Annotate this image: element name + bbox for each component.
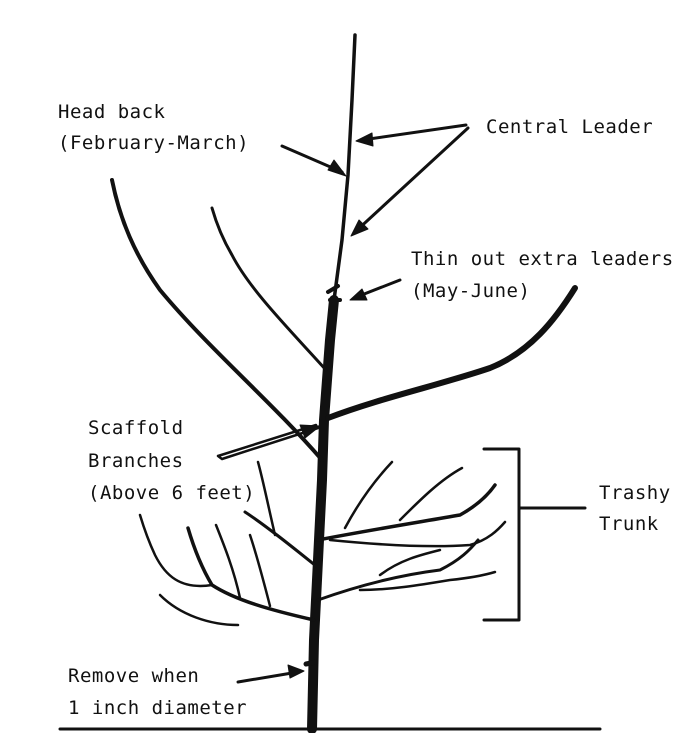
trashy-branch-left-5 [245,512,316,566]
trashy-branch-right-5 [318,540,478,600]
trashy-branch-left-4 [250,535,270,606]
scaffold-branch-right [328,288,575,418]
label-scaffold: Scaffold [88,416,184,440]
head-back-arrowhead [328,160,346,176]
remove-arrowhead [288,665,304,678]
label-thin-out-timing: (May-June) [411,279,530,303]
label-remove-when: Remove when [68,664,199,688]
trashy-branch-right-3 [400,468,462,520]
label-scaffold-branches: Branches [88,449,184,473]
label-scaffold-height: (Above 6 feet) [88,481,255,505]
central-leader-arrowhead-upper [356,133,373,146]
label-thin-out: Thin out extra leaders [411,247,674,271]
trashy-branch-left-7 [160,595,238,625]
scaffold-arrowhead [300,425,320,438]
label-trashy: Trashy [599,481,671,505]
scaffold-branch-left-mid [212,208,326,370]
trunk-stub [306,662,316,664]
trashy-branch-right-2 [345,462,392,528]
trashy-branch-left-3 [216,525,240,598]
label-trunk: Trunk [599,512,659,536]
label-head-back-timing: (February-March) [58,131,249,155]
trashy-branch-left-2 [140,515,212,586]
label-remove-diameter: 1 inch diameter [68,696,247,720]
label-head-back: Head back [58,100,165,124]
trashy-trunk-bracket [484,449,519,620]
label-central-leader: Central Leader [486,115,653,139]
central-leader-arrow-upper [362,125,466,140]
thin-out-arrowhead [350,289,367,300]
